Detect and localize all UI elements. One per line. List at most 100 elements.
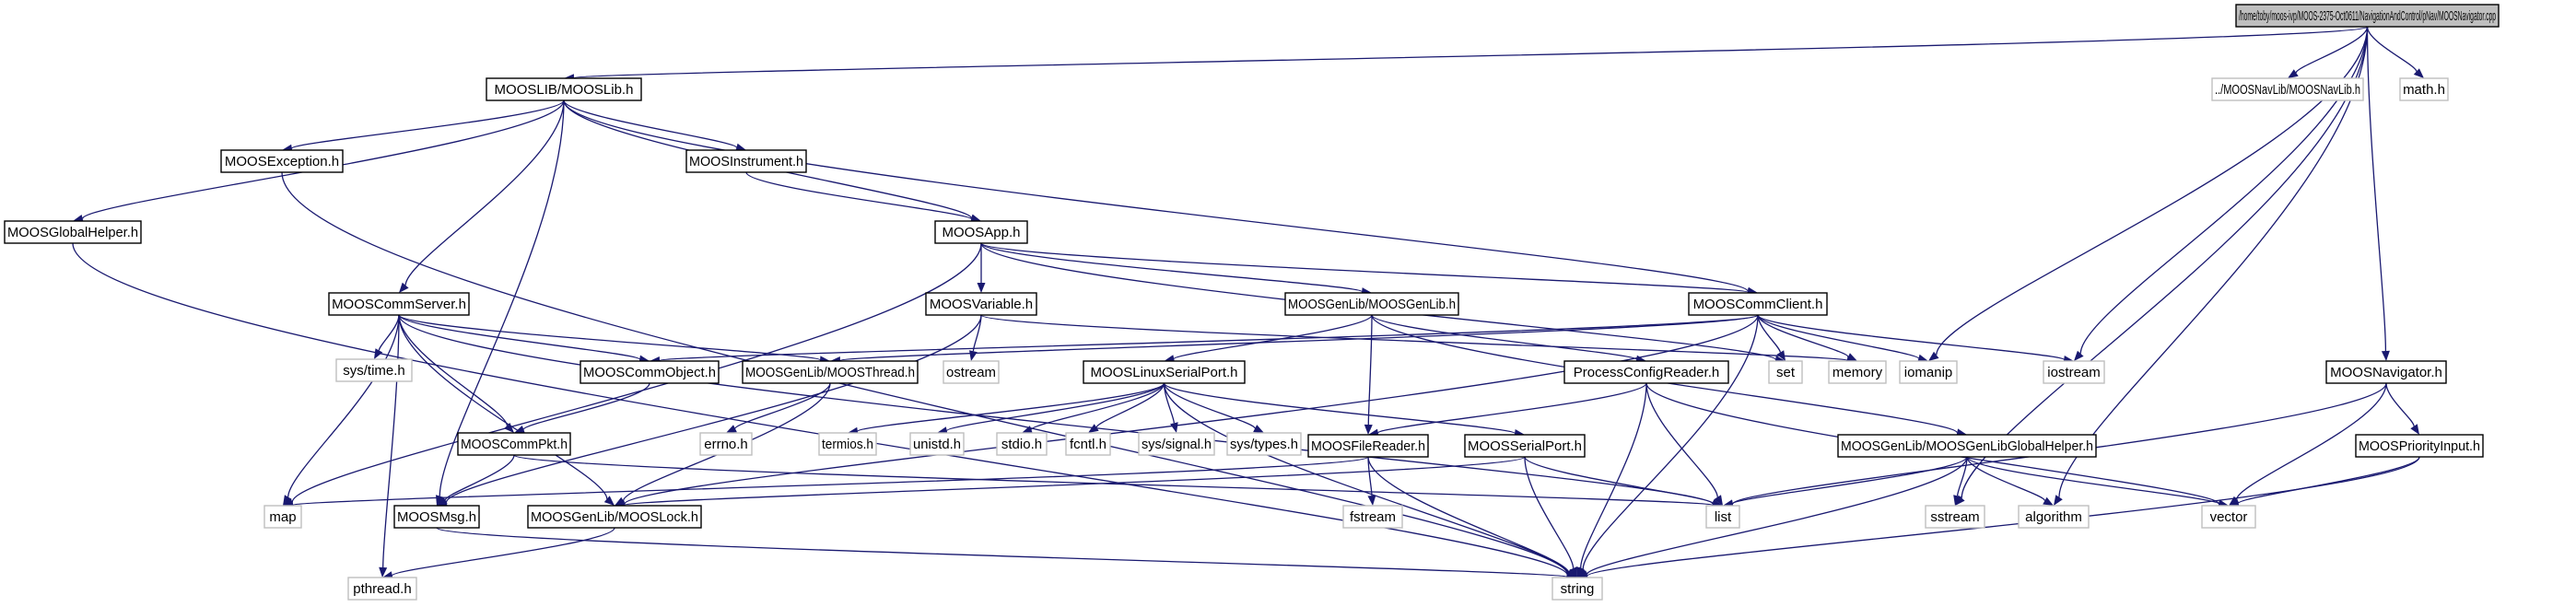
edge-commserver-to-map (287, 314, 400, 497)
node-moosapp[interactable]: MOOSApp.h (934, 220, 1028, 244)
edge-moosmsg-to-string (436, 527, 1568, 578)
edge-linuxserial-to-stdio (1030, 382, 1165, 431)
edge-linuxserial-to-termios (857, 382, 1165, 432)
edge-root-to-iostream (2079, 26, 2369, 354)
edge-arrowhead (1955, 495, 1965, 506)
node-filereader[interactable]: MOOSFileReader.h (1307, 434, 1429, 458)
node-ostream: ostream (943, 360, 1000, 384)
node-label: MOOSGlobalHelper.h (7, 225, 138, 240)
node-box (1226, 432, 1302, 456)
node-label: MOOSPriorityInput.h (2359, 438, 2480, 454)
node-label: MOOSException.h (225, 154, 339, 169)
node-label: MOOSGenLib/MOOSGenLib.h (1288, 297, 1456, 312)
node-label: memory (1832, 365, 1883, 380)
edge-arrowhead (1846, 353, 1857, 361)
node-mooslib[interactable]: MOOSLIB/MOOSLib.h (486, 77, 642, 101)
node-linuxserial[interactable]: MOOSLinuxSerialPort.h (1083, 360, 1246, 384)
edge-procconfig-to-list (1645, 382, 1718, 497)
node-moosinstr[interactable]: MOOSInstrument.h (685, 149, 807, 173)
edge-arrowhead (1576, 566, 1585, 578)
node-label: MOOSCommClient.h (1693, 297, 1823, 312)
node-box (2043, 360, 2105, 384)
node-commserver[interactable]: MOOSCommServer.h (328, 292, 470, 316)
edge-arrowhead (504, 423, 514, 433)
node-root[interactable]: /home/toby/moos-ivp/MOOS-2375-Oct0611/Na… (2235, 4, 2500, 28)
node-box (1284, 292, 1459, 316)
edge-arrowhead (1367, 495, 1376, 506)
edge-commserver-to-moosthread (398, 314, 821, 361)
edge-commclient-to-commobj (659, 314, 1759, 362)
node-stdio: stdio.h (996, 432, 1048, 456)
node-box (328, 292, 470, 316)
graph-nodes: /home/toby/moos-ivp/MOOS-2375-Oct0611/Na… (4, 4, 2500, 601)
edge-mooslib-to-moosexc (291, 99, 565, 149)
node-genlib[interactable]: MOOSGenLib/MOOSGenLib.h (1284, 292, 1459, 316)
node-procconfig[interactable]: ProcessConfigReader.h (1563, 360, 1729, 384)
node-label: termios.h (822, 437, 873, 452)
node-label: MOOSGenLib/MOOSLock.h (531, 509, 698, 525)
node-commobj[interactable]: MOOSCommObject.h (580, 360, 720, 384)
node-label: MOOSFileReader.h (1311, 438, 1425, 454)
edge-arrowhead (603, 496, 615, 506)
node-moosexc[interactable]: MOOSException.h (220, 149, 344, 173)
node-commclient[interactable]: MOOSCommClient.h (1688, 292, 1828, 316)
node-box (457, 432, 571, 456)
node-iostream: iostream (2043, 360, 2105, 384)
node-box (1065, 432, 1111, 456)
node-label: errno.h (704, 437, 748, 452)
node-box (2018, 505, 2090, 529)
node-moosthread[interactable]: MOOSGenLib/MOOSThread.h (742, 360, 919, 384)
node-label: MOOSVariable.h (930, 297, 1033, 312)
edge-moosnavigator-to-priorityinput (2385, 382, 2415, 426)
edge-genlib-to-linuxserial (1173, 314, 1373, 360)
edge-genlibhelper-to-list (1732, 456, 1968, 505)
node-syssignal: sys/signal.h (1138, 432, 1215, 456)
node-box (1083, 360, 1246, 384)
node-moosmsg[interactable]: MOOSMsg.h (393, 505, 480, 529)
edge-genlib-to-filereader (1367, 314, 1373, 426)
edge-mooslib-to-commclient (563, 99, 1749, 292)
node-genlibhelper[interactable]: MOOSGenLib/MOOSGenLibGlobalHelper.h (1837, 434, 2097, 458)
node-label: ProcessConfigReader.h (1574, 365, 1719, 380)
edge-genlibhelper-to-algorithm (1966, 456, 2046, 502)
edge-commclient-to-moosthread (839, 314, 1759, 362)
edge-arrowhead (735, 143, 746, 152)
node-box (1837, 434, 2097, 458)
node-map: map (263, 505, 302, 529)
node-moosvar[interactable]: MOOSVariable.h (925, 292, 1037, 316)
node-set: set (1768, 360, 1803, 384)
node-moosnavigator[interactable]: MOOSNavigator.h (2325, 360, 2447, 384)
node-serialport[interactable]: MOOSSerialPort.h (1464, 434, 1586, 458)
node-label: sys/time.h (343, 363, 405, 379)
node-box (934, 220, 1028, 244)
node-box (742, 360, 919, 384)
edge-moosnavigator-to-vector (2236, 382, 2387, 500)
node-fcntl: fcntl.h (1065, 432, 1111, 456)
node-label: vector (2210, 509, 2248, 525)
edge-mooslock-to-pthread (392, 527, 615, 577)
node-systime: sys/time.h (335, 358, 413, 382)
node-sstream: sstream (1925, 505, 1985, 529)
node-commpkt[interactable]: MOOSCommPkt.h (457, 432, 571, 456)
edge-moosapp-to-commclient (980, 242, 1749, 293)
node-mooslock[interactable]: MOOSGenLib/MOOSLock.h (527, 505, 702, 529)
edge-commserver-to-list (398, 314, 1714, 505)
edge-moosvar-to-moosmsg (445, 314, 982, 503)
edge-commserver-to-pthread (382, 314, 400, 568)
node-box (1925, 505, 1985, 529)
edge-commclient-to-mooslock (624, 314, 1759, 505)
node-mooshelper[interactable]: MOOSGlobalHelper.h (4, 220, 142, 244)
edge-genlibhelper-to-string (1586, 456, 1968, 576)
node-box (1307, 434, 1429, 458)
edge-commobj-to-commpkt (522, 382, 650, 430)
node-label: MOOSApp.h (942, 225, 1020, 240)
edge-arrowhead (969, 350, 978, 361)
edge-priorityinput-to-string (1587, 456, 2420, 577)
edge-filereader-to-string (1367, 456, 1570, 573)
edge-mooslib-to-moosinstr (563, 99, 738, 148)
edge-arrowhead (514, 426, 525, 434)
edge-root-to-mooslib (573, 26, 2369, 79)
edge-moosapp-to-map (291, 242, 982, 503)
node-label: MOOSNavigator.h (2330, 365, 2442, 380)
node-priorityinput[interactable]: MOOSPriorityInput.h (2355, 434, 2484, 458)
